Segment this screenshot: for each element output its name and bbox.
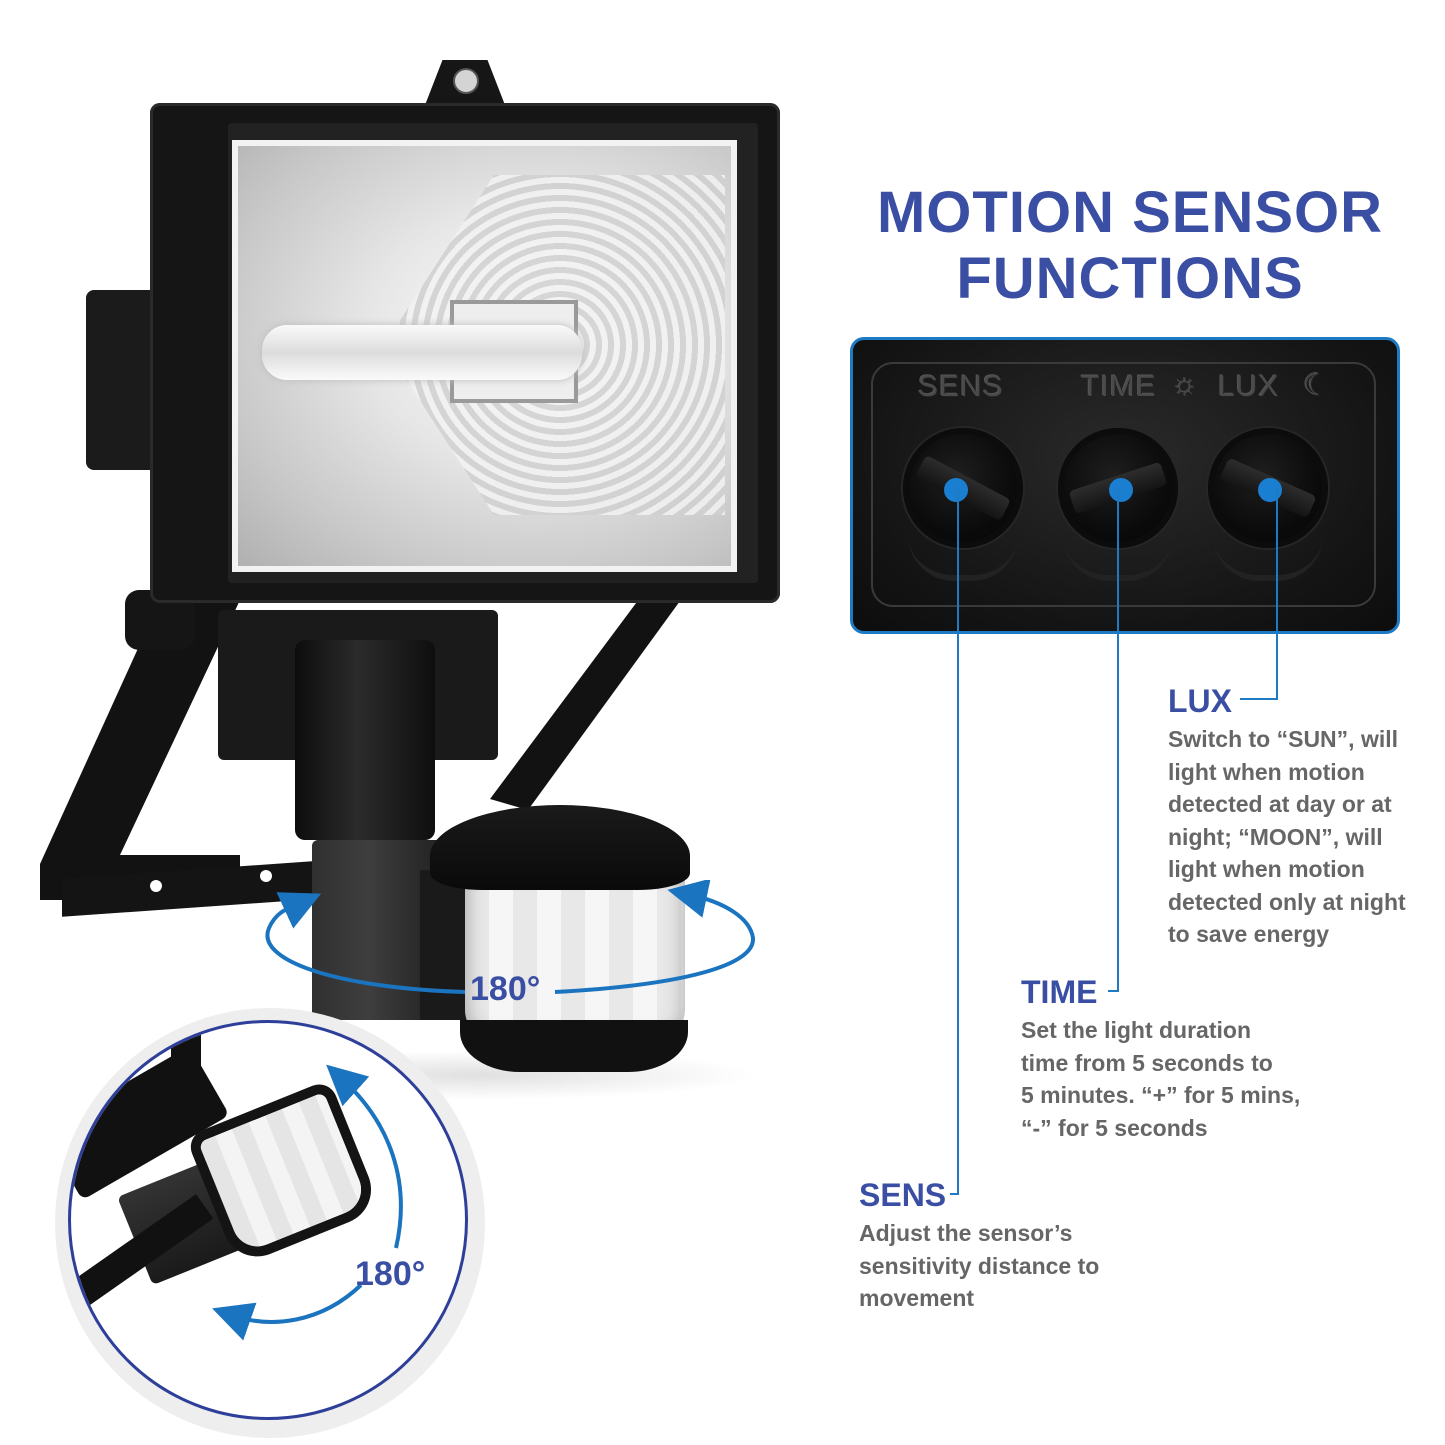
time-callout-dot — [1109, 478, 1133, 502]
vertical-rotation-arrow-icon — [212, 1064, 403, 1341]
time-callout: TIME Set the light duration time from 5 … — [1021, 974, 1341, 1144]
time-line: “-” for 5 seconds — [1021, 1114, 1208, 1141]
time-line: Set the light duration — [1021, 1017, 1251, 1043]
panel-label-sens: SENS — [918, 370, 1004, 403]
lux-heading: LUX — [1168, 683, 1232, 719]
bracket-hole — [150, 880, 162, 892]
lux-line: light when motion — [1168, 856, 1365, 882]
halogen-bulb — [262, 325, 582, 380]
lux-line: detected at day or at — [1168, 791, 1392, 817]
time-callout-tick — [1108, 990, 1119, 992]
lux-line: to save energy — [1168, 921, 1330, 947]
lux-callout-line — [1276, 490, 1278, 700]
page-title: MOTION SENSOR FUNCTIONS — [830, 180, 1430, 312]
inset-bracket — [171, 1023, 201, 1123]
sens-line: Adjust the sensor’s — [859, 1220, 1073, 1246]
time-description: Set the light duration time from 5 secon… — [1021, 1014, 1341, 1144]
time-line: time from 5 seconds to — [1021, 1049, 1273, 1076]
sens-line: sensitivity distance to — [859, 1252, 1100, 1279]
time-line: 5 minutes. “+” for 5 mins, — [1021, 1082, 1301, 1108]
motion-sensor-bottom — [460, 1020, 688, 1072]
time-callout-line — [1117, 490, 1119, 992]
horizontal-rotation-label: 180° — [470, 970, 541, 1008]
inset-vertical-rotation: 180° — [68, 1020, 468, 1420]
moon-icon: ☾ — [1303, 369, 1331, 402]
lux-line: detected only at night — [1168, 888, 1406, 915]
lux-line: night; “MOON”, will — [1168, 823, 1383, 850]
sun-icon: ☼ — [1171, 368, 1200, 401]
knob-base-arc — [1213, 535, 1323, 581]
motion-sensor-lens — [465, 870, 685, 1040]
panel-label-lux: LUX — [1218, 370, 1280, 403]
floodlight-housing-fins — [86, 290, 156, 470]
motion-sensor-cap — [430, 805, 690, 890]
sens-heading: SENS — [859, 1177, 947, 1213]
lux-callout-tick — [1240, 698, 1278, 700]
sens-description: Adjust the sensor’s sensitivity distance… — [859, 1217, 1159, 1315]
vertical-rotation-label: 180° — [355, 1255, 426, 1293]
sensor-neck — [295, 640, 435, 840]
floodlight-bracket-right — [490, 590, 680, 810]
panel-recess — [871, 362, 1376, 607]
lux-line: light when motion — [1168, 758, 1365, 785]
title-line-1: MOTION SENSOR — [876, 180, 1384, 245]
screw-icon — [453, 68, 479, 94]
sens-callout-dot — [944, 478, 968, 502]
lux-callout: LUX Switch to “SUN”, will light when mot… — [1168, 683, 1438, 951]
lux-line: Switch to “SUN”, will — [1168, 726, 1399, 752]
time-heading: TIME — [1021, 974, 1098, 1010]
sens-callout-line — [957, 490, 959, 1195]
panel-label-time: TIME — [1081, 370, 1157, 403]
sensor-control-panel: SENS TIME ☼ LUX ☾ — [850, 337, 1400, 634]
bracket-hole — [260, 870, 272, 882]
lux-callout-dot — [1258, 478, 1282, 502]
knob-base-arc — [908, 535, 1018, 581]
sens-line: movement — [859, 1285, 975, 1311]
horizontal-rotation-arrow-icon — [265, 880, 756, 994]
sens-callout-tick — [950, 1193, 959, 1195]
lux-description: Switch to “SUN”, will light when motion … — [1168, 723, 1438, 951]
title-line-2: FUNCTIONS — [956, 246, 1304, 311]
sens-callout: SENS Adjust the sensor’s sensitivity dis… — [859, 1177, 1159, 1315]
